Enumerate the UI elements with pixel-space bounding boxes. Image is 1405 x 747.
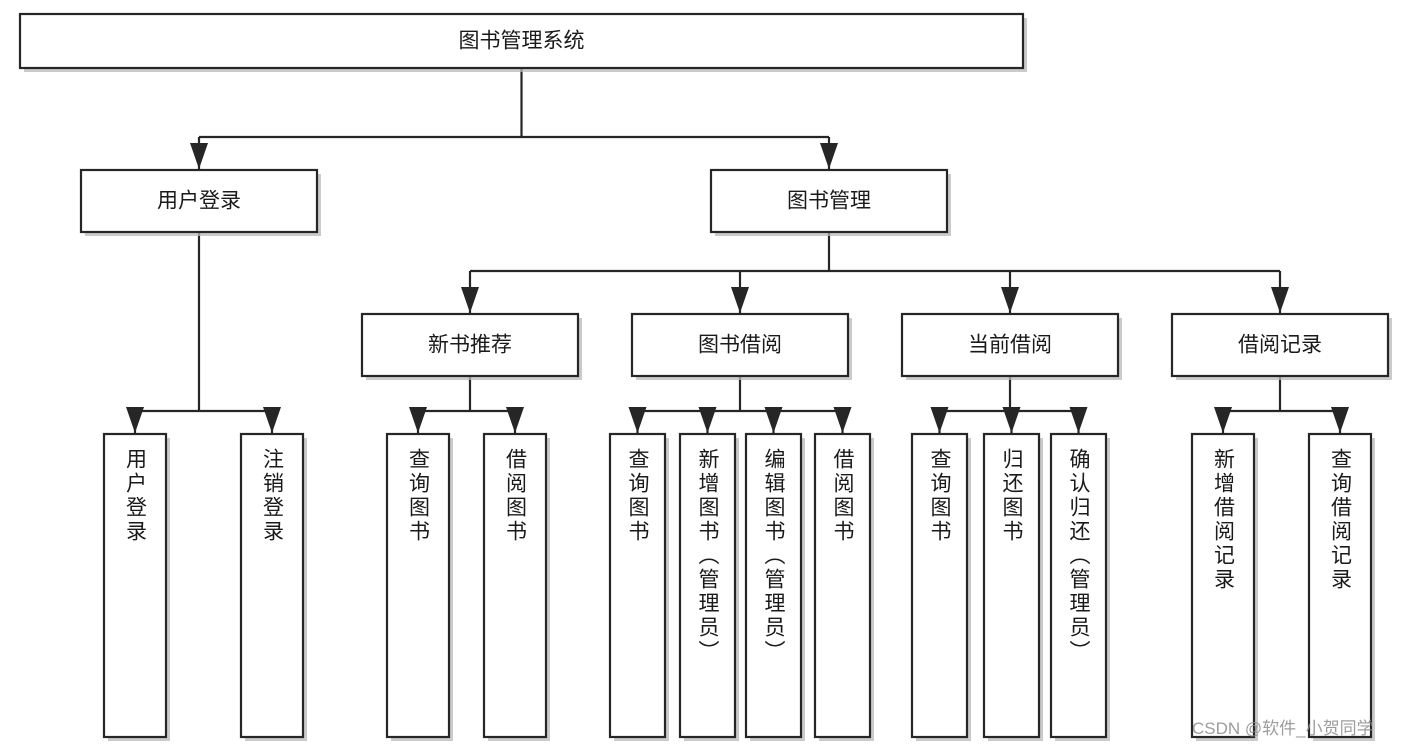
node-label-root: 图书管理系统 xyxy=(459,30,585,53)
arrow-new-book-recommend-to-leaf-borrow-book-1 xyxy=(506,407,524,433)
node-label-book-manage: 图书管理 xyxy=(787,190,871,213)
arrow-book-borrow-to-leaf-query-book-2 xyxy=(628,407,647,433)
arrow-bookmanage-to-current-borrow xyxy=(1001,287,1019,313)
node-leaf-user-logout[interactable] xyxy=(239,432,305,739)
node-leaf-query-borrow-record[interactable] xyxy=(1307,432,1373,739)
arrow-user-login-to-leaf-user-logout xyxy=(263,407,281,433)
arrow-user-login-to-leaf-user-login xyxy=(126,407,144,433)
node-borrow-record[interactable] xyxy=(1170,312,1390,378)
arrow-borrow-record-to-leaf-add-borrow-record xyxy=(1214,407,1232,433)
arrow-root-to-user-login xyxy=(190,143,208,169)
arrow-root-to-book-manage xyxy=(820,143,838,169)
arrow-current-borrow-to-leaf-query-book-3 xyxy=(930,407,949,433)
arrow-new-book-recommend-to-leaf-query-book-1 xyxy=(409,407,427,433)
node-book-manage[interactable] xyxy=(709,168,949,234)
arrow-current-borrow-to-leaf-return-book xyxy=(1002,407,1021,433)
csdn-watermark: CSDN @软件_小贺同学 xyxy=(1192,719,1374,738)
arrow-book-borrow-to-leaf-edit-book-admin xyxy=(764,407,783,433)
arrow-book-borrow-to-leaf-borrow-book-2 xyxy=(833,407,852,433)
node-leaf-borrow-book-2[interactable] xyxy=(813,432,872,739)
connector-layer xyxy=(126,68,1349,433)
box-layer xyxy=(18,12,1392,741)
node-current-borrow[interactable] xyxy=(900,312,1120,378)
node-label-user-login: 用户登录 xyxy=(157,190,241,213)
arrow-bookmanage-to-new-book-recommend xyxy=(461,287,479,313)
node-user-login[interactable] xyxy=(79,168,319,234)
node-leaf-confirm-return-admin[interactable] xyxy=(1049,432,1108,739)
node-label-current-borrow: 当前借阅 xyxy=(968,334,1052,357)
node-leaf-borrow-book-1[interactable] xyxy=(482,432,548,739)
node-leaf-query-book-1[interactable] xyxy=(385,432,451,739)
node-book-borrow[interactable] xyxy=(630,312,850,378)
node-leaf-query-book-2[interactable] xyxy=(608,432,667,739)
arrow-borrow-record-to-leaf-query-borrow-record xyxy=(1331,407,1349,433)
arrow-current-borrow-to-leaf-confirm-return-admin xyxy=(1069,407,1088,433)
node-leaf-edit-book-admin[interactable] xyxy=(744,432,803,739)
node-new-book-recommend[interactable] xyxy=(360,312,580,378)
node-label-borrow-record: 借阅记录 xyxy=(1238,334,1322,357)
node-root[interactable] xyxy=(18,12,1025,70)
arrow-book-borrow-to-leaf-add-book-admin xyxy=(698,407,717,433)
node-label-new-book-recommend: 新书推荐 xyxy=(428,334,512,357)
node-leaf-add-borrow-record[interactable] xyxy=(1190,432,1256,739)
arrow-bookmanage-to-borrow-record xyxy=(1271,287,1289,313)
node-leaf-return-book[interactable] xyxy=(982,432,1041,739)
node-leaf-add-book-admin[interactable] xyxy=(678,432,737,739)
node-label-book-borrow: 图书借阅 xyxy=(698,334,782,357)
arrow-bookmanage-to-book-borrow xyxy=(731,287,749,313)
node-leaf-user-login[interactable] xyxy=(102,432,168,739)
node-leaf-query-book-3[interactable] xyxy=(910,432,969,739)
